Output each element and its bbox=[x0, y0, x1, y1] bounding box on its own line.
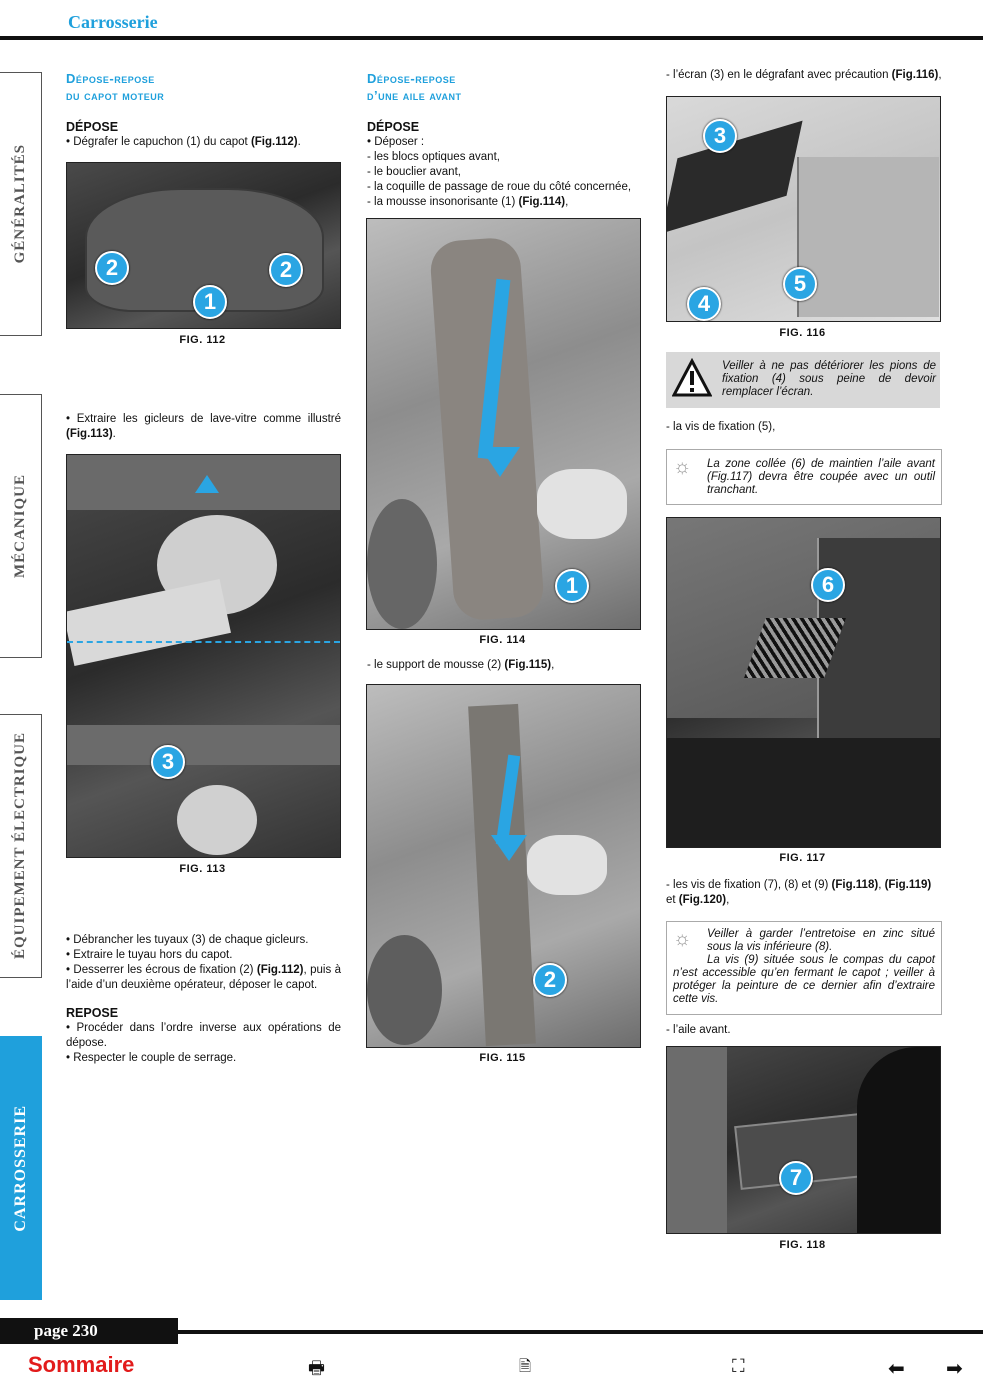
figure-caption: FIG. 116 bbox=[779, 327, 826, 339]
figure-115-photo: 2 bbox=[366, 684, 641, 1048]
title-line: du capot moteur bbox=[66, 88, 165, 103]
tab-carrosserie[interactable]: CARROSSERIE bbox=[0, 1036, 42, 1300]
list-item: - le bouclier avant, bbox=[367, 166, 461, 178]
info-box: ☼ La zone collée (6) de maintien l’aile … bbox=[666, 449, 942, 505]
callout-2: 2 bbox=[533, 963, 567, 997]
list-item: - la mousse insonorisante (1) (Fig.114), bbox=[367, 196, 569, 208]
search-doc-icon[interactable]: 🗎 bbox=[519, 1358, 532, 1375]
page-number-box bbox=[0, 1318, 178, 1344]
info-box: ☼ Veiller à garder l’entretoise en zinc … bbox=[666, 921, 942, 1015]
info-text: La zone collée (6) de maintien l’aile av… bbox=[707, 458, 935, 496]
fig-ref[interactable]: (Fig.116) bbox=[891, 69, 939, 81]
list-item: - les vis de fixation (7), (8) et (9) (F… bbox=[666, 879, 932, 906]
info-text: Veiller à garder l’entretoise en zinc si… bbox=[707, 928, 935, 953]
figure-118-photo: 7 bbox=[666, 1046, 941, 1234]
arrow-right-icon[interactable]: ➡ bbox=[946, 1358, 963, 1380]
header-rule bbox=[0, 36, 983, 40]
info-text: La vis (9) située sous le compas du capo… bbox=[673, 954, 935, 1005]
callout-7: 7 bbox=[779, 1161, 813, 1195]
fig-ref[interactable]: (Fig.119) bbox=[884, 879, 932, 891]
instructions: • Procéder dans l’ordre inverse aux opér… bbox=[66, 1021, 341, 1066]
tab-label: GÉNÉRALITÉS bbox=[12, 144, 28, 264]
list-item: - les blocs optiques avant, bbox=[367, 151, 500, 163]
tab-mecanique[interactable]: MÉCANIQUE bbox=[0, 394, 42, 658]
list-item: - l’aile avant. bbox=[666, 1024, 731, 1036]
paragraph: • Dégrafer le capuchon (1) du capot (Fig… bbox=[66, 136, 301, 148]
figure-caption: FIG. 114 bbox=[479, 634, 526, 646]
list-item: - l’écran (3) en le dégrafant avec préca… bbox=[666, 69, 942, 81]
figure-caption: FIG. 112 bbox=[179, 334, 226, 346]
tab-equipement-electrique[interactable]: ÉQUIPEMENT ÉLECTRIQUE bbox=[0, 714, 42, 978]
lightbulb-icon: ☼ bbox=[673, 456, 692, 478]
figure-116-photo: 3 4 5 bbox=[666, 96, 941, 322]
tab-label: MÉCANIQUE bbox=[12, 473, 28, 578]
callout-2: 2 bbox=[269, 253, 303, 287]
paragraph: • Respecter le couple de serrage. bbox=[66, 1052, 237, 1064]
figure-112-photo: 2 1 2 bbox=[66, 162, 341, 329]
callout-3: 3 bbox=[151, 745, 185, 779]
list-item: • Déposer : bbox=[367, 136, 425, 148]
figure-114-photo: 1 bbox=[366, 218, 641, 630]
printer-icon[interactable]: 🖶 bbox=[308, 1358, 325, 1378]
instructions: • Débrancher les tuyaux (3) de chaque gi… bbox=[66, 933, 341, 993]
warning-icon bbox=[672, 358, 712, 397]
callout-2: 2 bbox=[95, 251, 129, 285]
figure-caption: FIG. 115 bbox=[479, 1052, 526, 1064]
fig-ref[interactable]: (Fig.112) bbox=[250, 136, 298, 148]
fig-ref[interactable]: (Fig.115) bbox=[504, 659, 552, 671]
callout-4: 4 bbox=[687, 287, 721, 321]
tab-label: ÉQUIPEMENT ÉLECTRIQUE bbox=[12, 732, 28, 960]
list-item: - la coquille de passage de roue du côté… bbox=[367, 181, 632, 193]
page-number: page 230 bbox=[34, 1321, 98, 1340]
callout-5: 5 bbox=[783, 267, 817, 301]
warning-text: Veiller à ne pas détériorer les pions de… bbox=[722, 360, 936, 398]
callout-1: 1 bbox=[193, 285, 227, 319]
paragraph: • Extraire les gicleurs de lave-vitre co… bbox=[66, 413, 341, 440]
figure-caption: FIG. 117 bbox=[779, 852, 826, 864]
depose-heading: DÉPOSE bbox=[367, 120, 420, 134]
fig-ref[interactable]: (Fig.113) bbox=[66, 428, 113, 440]
figure-117-photo: 6 bbox=[666, 517, 941, 848]
list-item: - le support de mousse (2) (Fig.115), bbox=[367, 659, 555, 671]
title-line: Dépose-repose bbox=[367, 71, 456, 86]
depose-heading: DÉPOSE bbox=[66, 120, 119, 134]
figure-caption: FIG. 113 bbox=[179, 863, 226, 875]
fig-ref[interactable]: (Fig.112) bbox=[256, 964, 304, 976]
fig-ref[interactable]: (Fig.118) bbox=[831, 879, 879, 891]
col1-title: Dépose-repose du capot moteur bbox=[66, 70, 164, 104]
callout-6: 6 bbox=[811, 568, 845, 602]
fig-ref[interactable]: (Fig.120) bbox=[678, 894, 727, 906]
footer-rule bbox=[0, 1330, 983, 1334]
figure-caption: FIG. 118 bbox=[779, 1239, 826, 1251]
callout-3: 3 bbox=[703, 119, 737, 153]
paragraph: • Débrancher les tuyaux (3) de chaque gi… bbox=[66, 934, 309, 946]
tab-label: CARROSSERIE bbox=[11, 1104, 29, 1232]
section-title: Carrosserie bbox=[68, 12, 158, 32]
paragraph: • Extraire le tuyau hors du capot. bbox=[66, 949, 233, 961]
lightbulb-icon: ☼ bbox=[673, 928, 692, 950]
paragraph: • Desserrer les écrous de fixation (2) (… bbox=[66, 964, 342, 991]
warning-box: Veiller à ne pas détériorer les pions de… bbox=[666, 352, 940, 408]
binoculars-icon[interactable]: ⛶ bbox=[732, 1356, 745, 1376]
list-item: - la vis de fixation (5), bbox=[666, 421, 776, 433]
tab-generalites[interactable]: GÉNÉRALITÉS bbox=[0, 72, 42, 336]
callout-1: 1 bbox=[555, 569, 589, 603]
instructions: • Déposer : - les blocs optiques avant, … bbox=[367, 135, 647, 210]
title-line: Dépose-repose bbox=[66, 71, 155, 86]
arrow-left-icon[interactable]: ⬅ bbox=[888, 1358, 905, 1380]
paragraph: • Procéder dans l’ordre inverse aux opér… bbox=[66, 1022, 341, 1049]
col2-title: Dépose-repose d’une aile avant bbox=[367, 70, 462, 104]
figure-113-photo: 3 bbox=[66, 454, 341, 858]
fig-ref[interactable]: (Fig.114) bbox=[518, 196, 566, 208]
sommaire-link[interactable]: Sommaire bbox=[28, 1352, 135, 1377]
repose-heading: REPOSE bbox=[66, 1006, 119, 1020]
title-line: d’une aile avant bbox=[367, 88, 462, 103]
